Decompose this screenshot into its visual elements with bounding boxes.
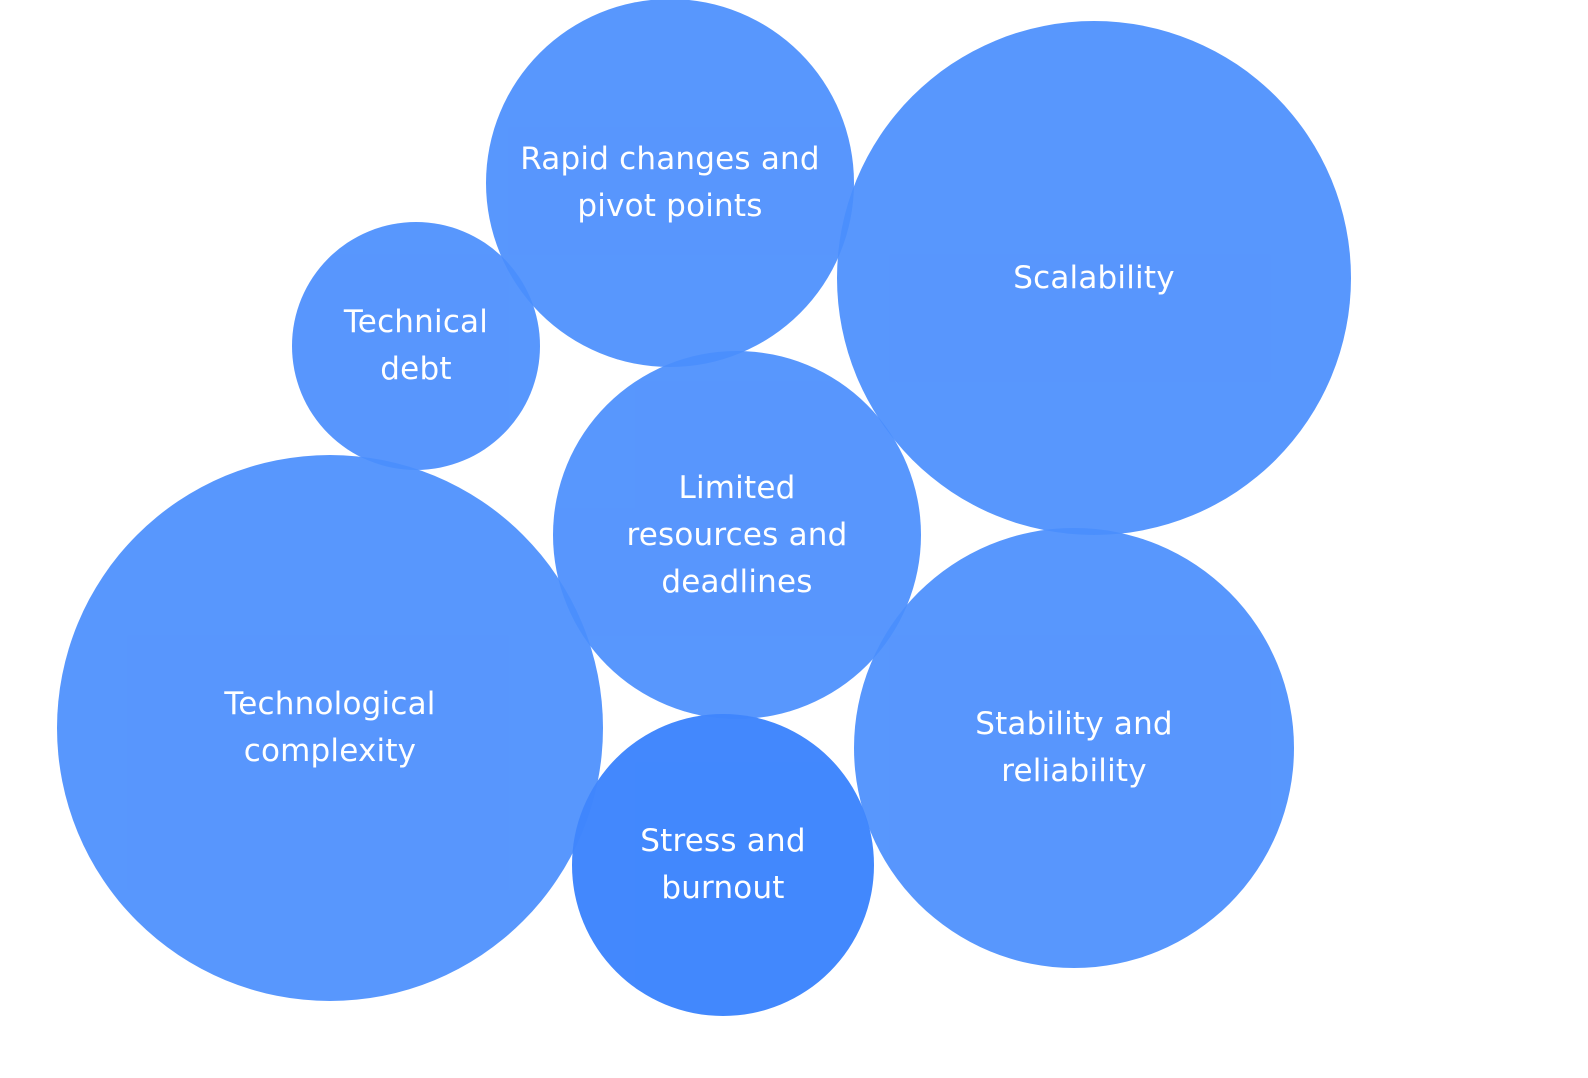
bubble-limited-resources: Limited resources and deadlines [553, 351, 921, 719]
bubble-label: Technical debt [343, 304, 489, 387]
bubble-stability-reliability: Stability and reliability [854, 528, 1294, 968]
bubble-label: Limited resources and deadlines [626, 469, 848, 600]
bubble-scalability: Scalability [837, 21, 1351, 535]
bubble-label: Rapid changes and pivot points [520, 141, 820, 224]
bubble-label: Scalability [1013, 259, 1175, 296]
bubble-label: Technological complexity [224, 686, 436, 769]
bubble-rapid-changes: Rapid changes and pivot points [486, 0, 854, 367]
bubble-label: Stress and burnout [640, 823, 806, 906]
bubble-technological-complexity: Technological complexity [57, 455, 603, 1001]
bubble-technical-debt: Technical debt [292, 222, 540, 470]
bubble-stress-burnout: Stress and burnout [572, 714, 874, 1016]
bubble-label: Stability and reliability [975, 706, 1173, 789]
